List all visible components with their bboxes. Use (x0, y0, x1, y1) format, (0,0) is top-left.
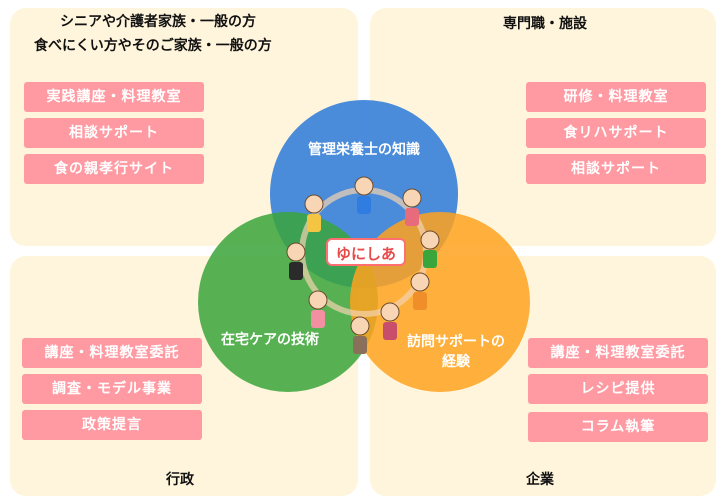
panel-title-companies: 企業 (526, 472, 554, 488)
service-consultation-pro: 相談サポート (526, 154, 706, 184)
venn-label-homecare: 在宅ケアの技術 (221, 332, 319, 348)
service-practical-course: 実践講座・料理教室 (24, 82, 204, 112)
panel-title-families: 食べにくい方やそのご家族・一般の方 (34, 38, 272, 54)
venn-label-visit-line2: 経験 (442, 354, 470, 370)
service-food-site: 食の親孝行サイト (24, 154, 204, 184)
service-course-contract-biz: 講座・料理教室委託 (528, 338, 708, 368)
panel-title-professionals: 専門職・施設 (503, 16, 587, 32)
service-research: 調査・モデル事業 (22, 374, 202, 404)
center-badge-yunishia: ゆにしあ (326, 238, 406, 266)
panel-title-government: 行政 (166, 472, 194, 488)
service-column: コラム執筆 (528, 412, 708, 442)
service-consultation: 相談サポート (24, 118, 204, 148)
people-ring-illustration (286, 176, 440, 354)
venn-label-visit-line1: 訪問サポートの (407, 334, 505, 350)
panel-title-seniors: シニアや介護者家族・一般の方 (60, 14, 256, 30)
venn-label-nutrition: 管理栄養士の知識 (308, 142, 420, 158)
service-food-rehab: 食リハサポート (526, 118, 706, 148)
service-recipes: レシピ提供 (528, 374, 708, 404)
service-training: 研修・料理教室 (526, 82, 706, 112)
service-course-contract: 講座・料理教室委託 (22, 338, 202, 368)
service-policy: 政策提言 (22, 410, 202, 440)
